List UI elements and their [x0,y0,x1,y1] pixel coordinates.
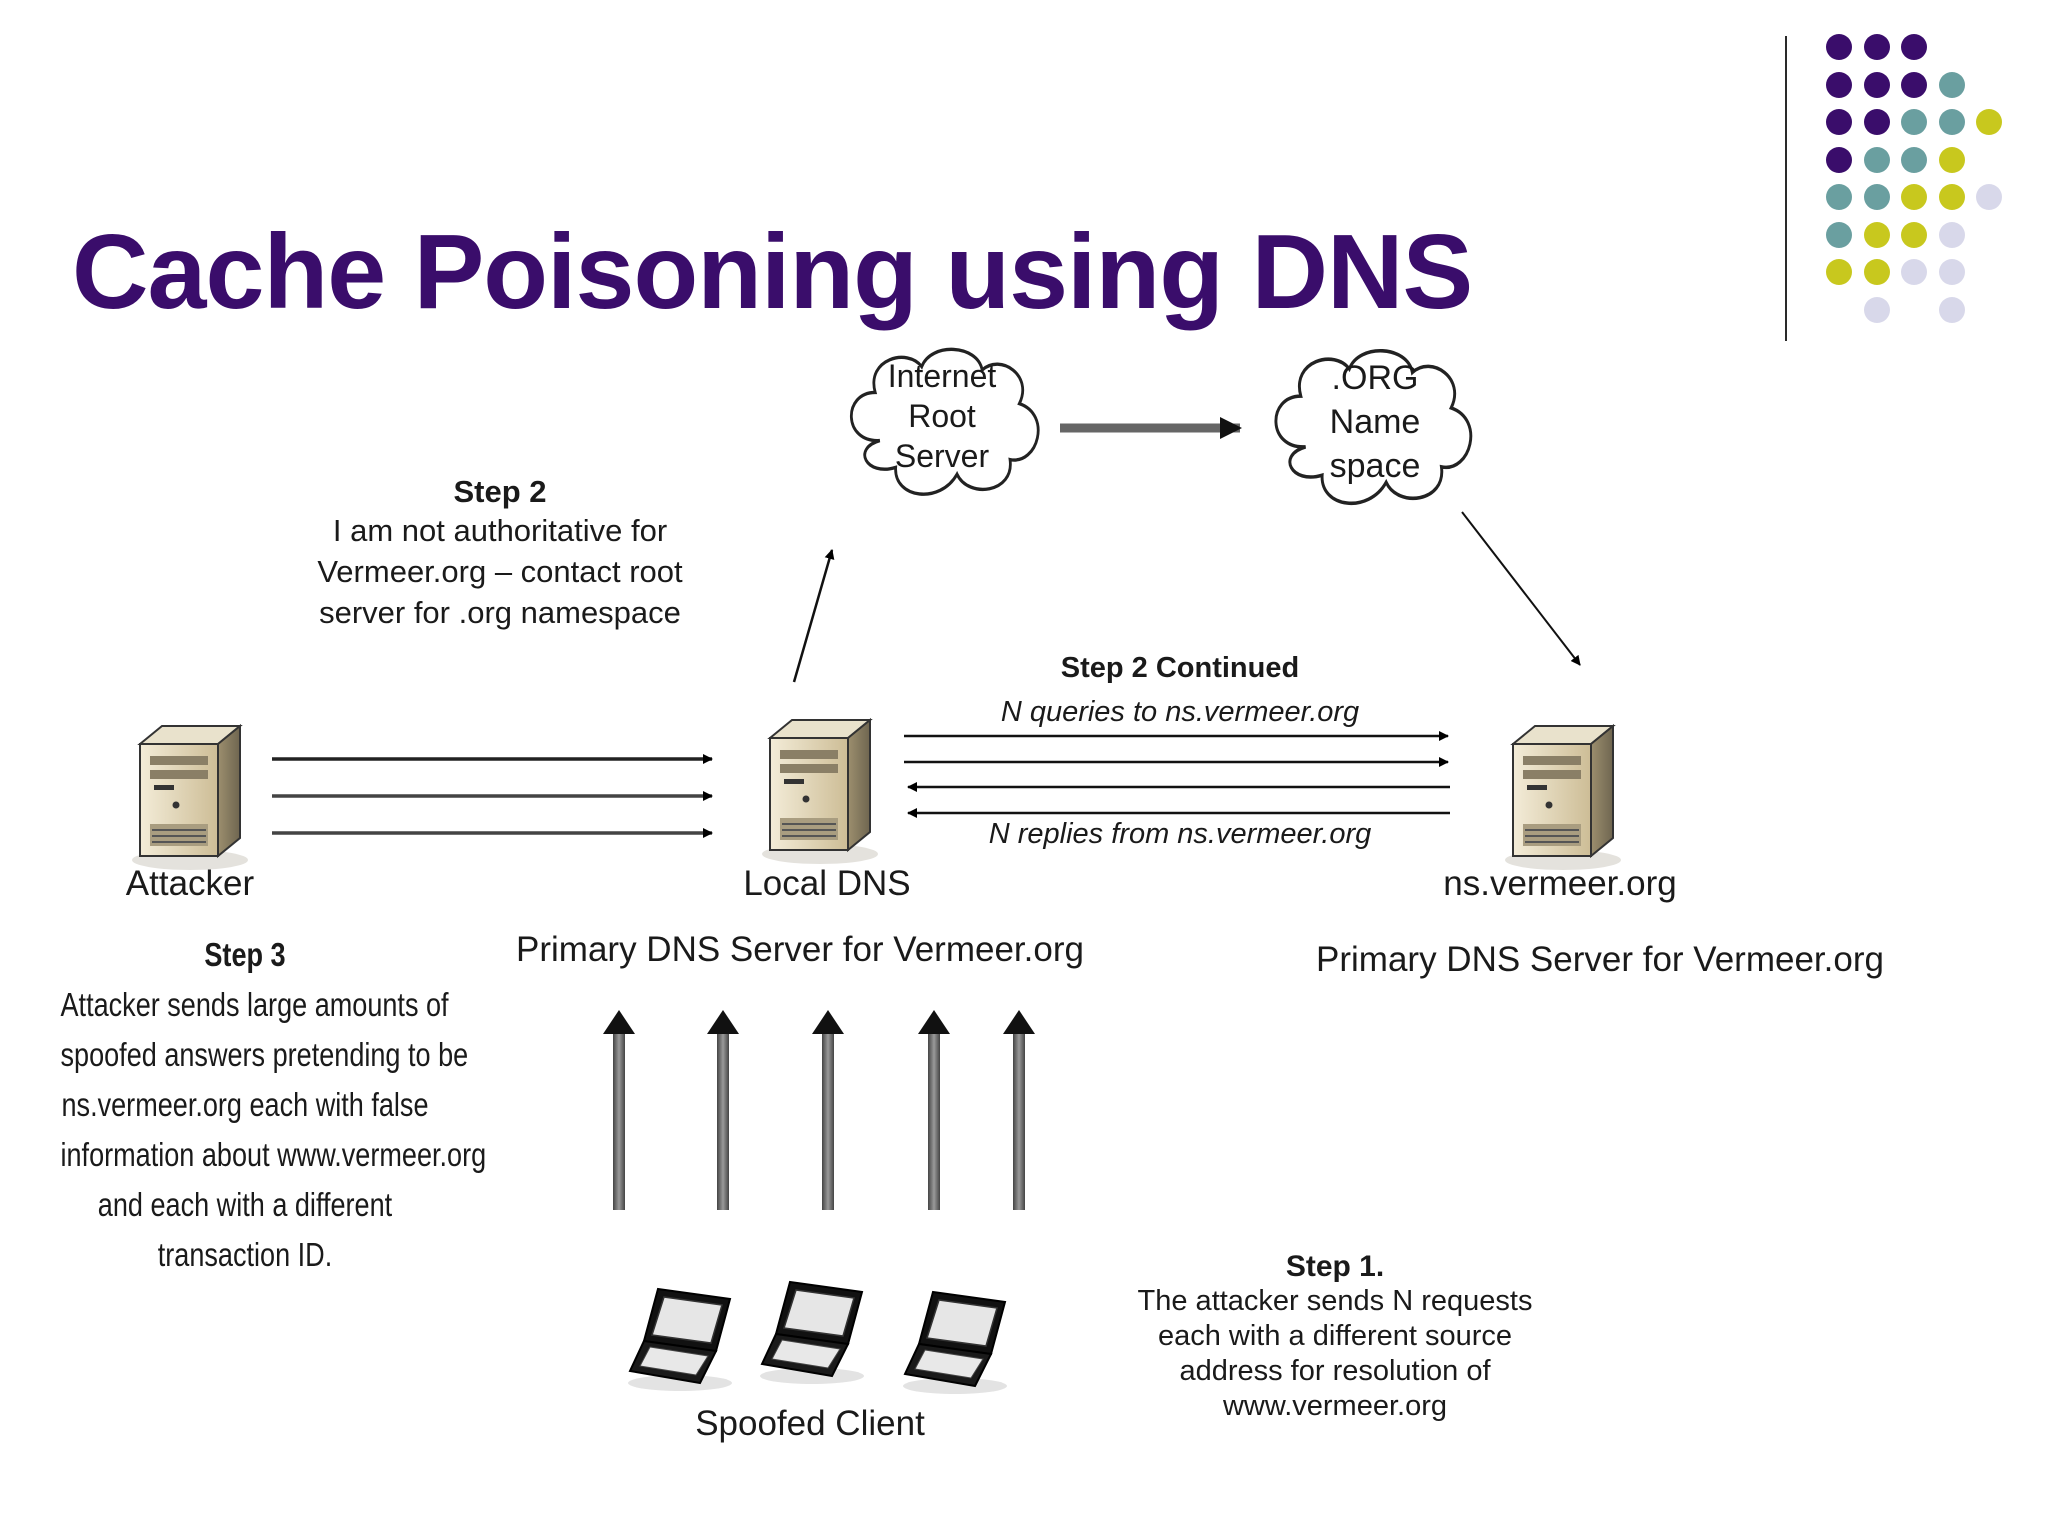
org-namespace-label: .ORG Name space [1329,359,1421,485]
local-dns-caption: Primary DNS Server for Vermeer.org [516,930,1084,969]
decorative-dot [1826,71,1852,98]
step3-note: Step 3 Attacker sends large amounts of s… [61,930,487,1280]
step3-heading: Step 3 [204,936,286,973]
decorative-dot [1901,184,1927,210]
ns-vermeer-caption: Primary DNS Server for Vermeer.org [1316,940,1884,979]
decorative-dot [1826,34,1852,60]
decorative-dot [1863,109,1890,135]
decorative-dot [1938,109,1965,135]
ns-vermeer-server-icon [1504,725,1622,871]
decorative-dot [1938,146,1965,173]
decorative-dot [1826,259,1852,285]
laptop-icon-2 [759,1281,865,1385]
decorative-dot [1863,259,1890,285]
attacker-to-local-arrows [272,754,713,838]
step2-continued-heading: Step 2 Continued [1060,652,1300,684]
laptop-icon-3 [902,1291,1008,1395]
queries-label: N queries to ns.vermeer.org [1000,696,1360,728]
decorative-dot [1938,71,1965,98]
client-to-local-arrows [603,1010,1035,1210]
decorative-dot [1901,34,1927,60]
decorative-dot [1863,71,1890,98]
step1-note: Step 1. The attacker sends N requests ea… [1040,1250,1630,1424]
decorative-dot [1901,259,1927,285]
local-dns-server-icon [761,719,879,865]
decorative-dot [1938,259,1965,285]
decorative-dot [1863,184,1890,210]
attacker-label: Attacker [125,864,255,903]
decorative-dot [1976,184,2002,210]
decorative-dot [1901,221,1927,248]
decorative-dot [1901,109,1927,135]
step2-heading: Step 2 [453,474,547,509]
decorative-dot [1863,146,1890,173]
decorative-dot [1938,221,1965,248]
org-to-ns-arrow [1461,511,1581,666]
slide-title: Cache Poisoning using DNS [72,213,1473,331]
laptop-icon-1 [627,1288,733,1392]
decorative-dot [1976,109,2002,135]
step1-heading: Step 1. [1285,1250,1385,1283]
decorative-dot [1863,296,1890,323]
attacker-server-icon [131,725,249,871]
root-server-label: Internet Root Server [887,358,997,474]
decorative-dot [1901,71,1927,98]
decorative-dot [1826,221,1852,248]
decorative-dot [1938,184,1965,210]
decorative-dot [1863,221,1890,248]
decorative-dot [1826,184,1852,210]
replies-label: N replies from ns.vermeer.org [988,818,1372,850]
decorative-dot [1826,146,1852,173]
decorative-dot [1938,296,1965,323]
local-to-root-arrow [792,549,835,683]
decorative-dot [1863,34,1890,60]
spoofed-client-label: Spoofed Client [695,1404,925,1443]
decorative-dot [1901,146,1927,173]
header-divider [1785,36,1787,341]
decorative-dot [1826,109,1852,135]
local-dns-label: Local DNS [743,864,911,903]
step2-note: Step 2 I am not authoritative for Vermee… [260,474,740,633]
local-ns-query-arrows [904,731,1450,818]
ns-vermeer-label: ns.vermeer.org [1443,864,1677,903]
